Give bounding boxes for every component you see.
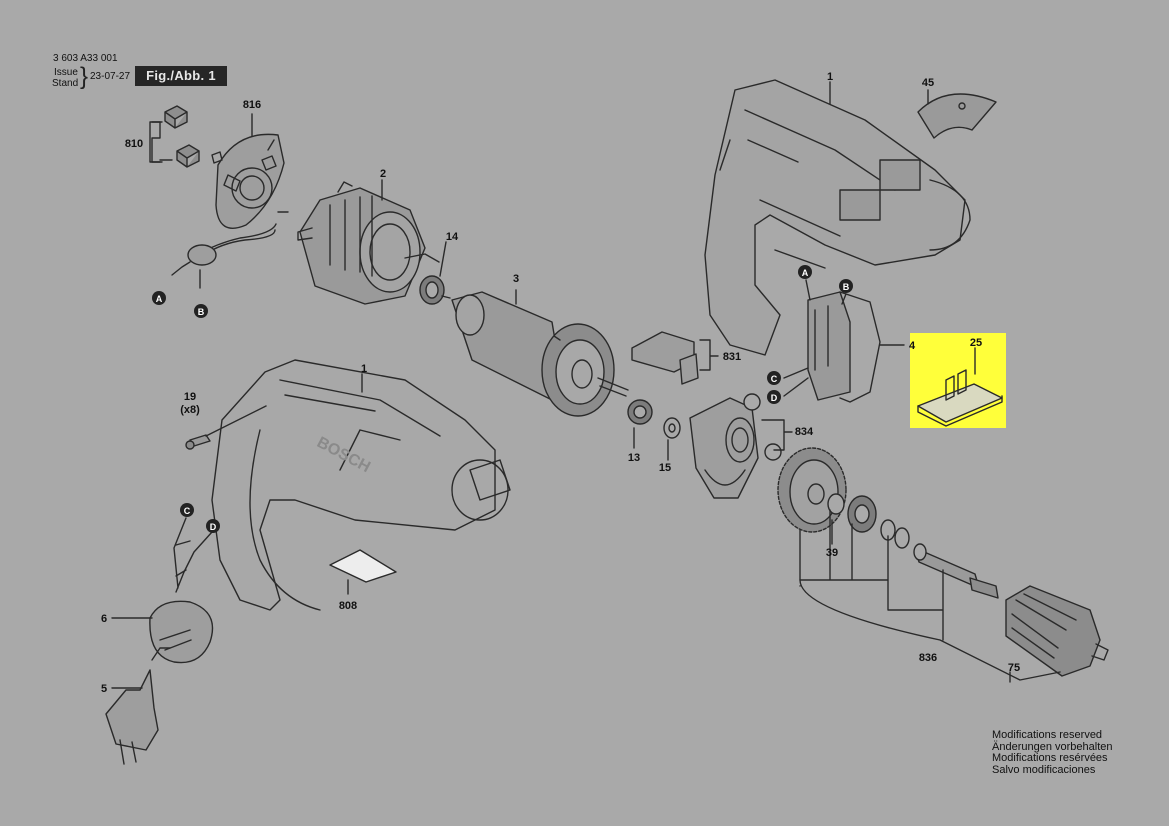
part-label-25: 25 (970, 337, 982, 349)
part-label-75: 75 (1008, 662, 1020, 674)
leader-834 (761, 419, 793, 451)
part-label-834: 834 (795, 426, 814, 438)
connector-d-marker: D (767, 390, 781, 404)
spindle-icon (913, 543, 999, 599)
leader-831 (699, 339, 719, 371)
screw-icon (185, 434, 211, 450)
carbon-brush-icon (164, 105, 200, 168)
part-label-39: 39 (826, 547, 838, 559)
washer-icon (827, 493, 845, 515)
connector-c-marker: C (180, 503, 194, 517)
cover-plate-icon (917, 93, 997, 139)
part-label-1: 1 (827, 71, 833, 83)
part-label-6: 6 (101, 613, 107, 625)
connector-b-label: B (198, 307, 205, 317)
connector-c-label: C (184, 506, 191, 516)
note-line: Modifications reserved (992, 729, 1103, 741)
figure-label: Fig./Abb. 1 (135, 66, 227, 86)
part-label-13: 13 (628, 452, 640, 464)
part-label-14: 14 (446, 231, 459, 243)
leader-810 (151, 121, 173, 163)
leader-14 (439, 241, 447, 277)
note-line: Salvo modificaciones (992, 763, 1096, 776)
part-label-816: 816 (243, 99, 261, 111)
plug-icon (105, 647, 171, 765)
issue-date: 23-07-27 (90, 71, 131, 82)
connector-d-label: D (210, 522, 217, 532)
switch-icon (807, 291, 881, 403)
switch-lock-icon (917, 369, 1003, 427)
document-number: 3 603 A33 001 (53, 53, 118, 64)
connector-a-marker: A (798, 265, 812, 279)
part-label-810: 810 (125, 138, 143, 150)
gear-icon (777, 447, 847, 533)
bearing-icon (847, 495, 877, 533)
part-label-831: 831 (723, 351, 741, 363)
label-plate-icon (329, 549, 397, 583)
housing-half-icon (704, 79, 971, 356)
connector-a-label: A (156, 294, 163, 304)
connector-b-marker: B (194, 304, 208, 318)
part-label-19-qty: (x8) (180, 404, 200, 416)
issue-label: Issue (54, 67, 78, 78)
part-label-836: 836 (919, 652, 937, 664)
part-label-5: 5 (101, 683, 107, 695)
drill-chuck-icon (1005, 585, 1109, 677)
part-label-15: 15 (659, 462, 671, 474)
note-line: Änderungen vorbehalten (992, 740, 1113, 753)
connector-b-marker: B (839, 279, 853, 293)
connector-a-label: A (802, 268, 809, 278)
bearing-icon (419, 275, 445, 305)
part-label-3: 3 (513, 273, 519, 285)
cable-icon (149, 517, 214, 664)
connector-c-label: C (771, 374, 778, 384)
brush-holder-icon (171, 133, 289, 289)
leader-19 (205, 405, 267, 437)
connector-a-marker: A (152, 291, 166, 305)
part-label-19: 19 (184, 391, 196, 403)
part-label-45: 45 (922, 77, 934, 89)
connector-d-label: D (771, 393, 778, 403)
part-label-1: 1 (361, 363, 367, 375)
connector-c-marker: C (767, 371, 781, 385)
washer-icon (663, 417, 681, 439)
stand-label: Stand (52, 78, 79, 89)
armature-icon (441, 291, 629, 417)
part-label-808: 808 (339, 600, 357, 612)
brace-icon: } (80, 63, 89, 90)
switch-lever-icon (631, 331, 699, 385)
connector-b-label: B (843, 282, 850, 292)
part-label-2: 2 (380, 168, 386, 180)
stator-icon (297, 181, 440, 305)
gear-housing-icon (689, 393, 782, 499)
note-line: Modifications resérvées (992, 752, 1108, 764)
housing-half-icon (211, 359, 511, 611)
modification-notes: Modifications reserved Änderungen vorbeh… (992, 729, 1113, 776)
part-label-4: 4 (909, 340, 916, 352)
connector-d-marker: D (206, 519, 220, 533)
o-ring-icon (894, 527, 910, 549)
